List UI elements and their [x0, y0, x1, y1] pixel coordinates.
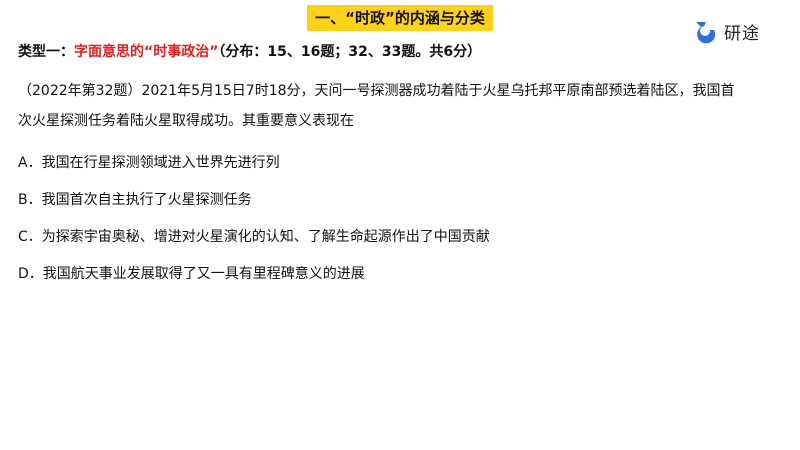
type-label: 类型一： [18, 44, 74, 60]
title-bar: 一、“时政”的内涵与分类 [0, 5, 800, 31]
brand-logo-icon [696, 22, 716, 44]
page-title: 一、“时政”的内涵与分类 [307, 5, 493, 31]
question-line-2: 次火星探测任务着陆火星取得成功。其重要意义表现在 [18, 113, 354, 129]
brand-logo: 研途 [692, 18, 760, 44]
type-highlight: 字面意思的“时事政治” [74, 44, 219, 60]
question-line-1: （2022年第32题）2021年5月15日7时18分，天问一号探测器成功着陆于火… [18, 83, 735, 99]
option-d: D．我国航天事业发展取得了又一具有里程碑意义的进展 [18, 266, 365, 282]
type-distribution-note: （分布：15、16题；32、33题。共6分） [218, 44, 482, 60]
brand-logo-text: 研途 [724, 23, 760, 44]
option-b: B．我国首次自主执行了火星探测任务 [18, 192, 252, 208]
type-heading: 类型一：字面意思的“时事政治”（分布：15、16题；32、33题。共6分） [18, 42, 788, 62]
option-c: C．为探索宇宙奥秘、增进对火星演化的认知、了解生命起源作出了中国贡献 [18, 229, 490, 245]
main-content: 类型一：字面意思的“时事政治”（分布：15、16题；32、33题。共6分） （2… [18, 42, 788, 284]
option-a: A．我国在行星探测领域进入世界先进行列 [18, 155, 280, 171]
